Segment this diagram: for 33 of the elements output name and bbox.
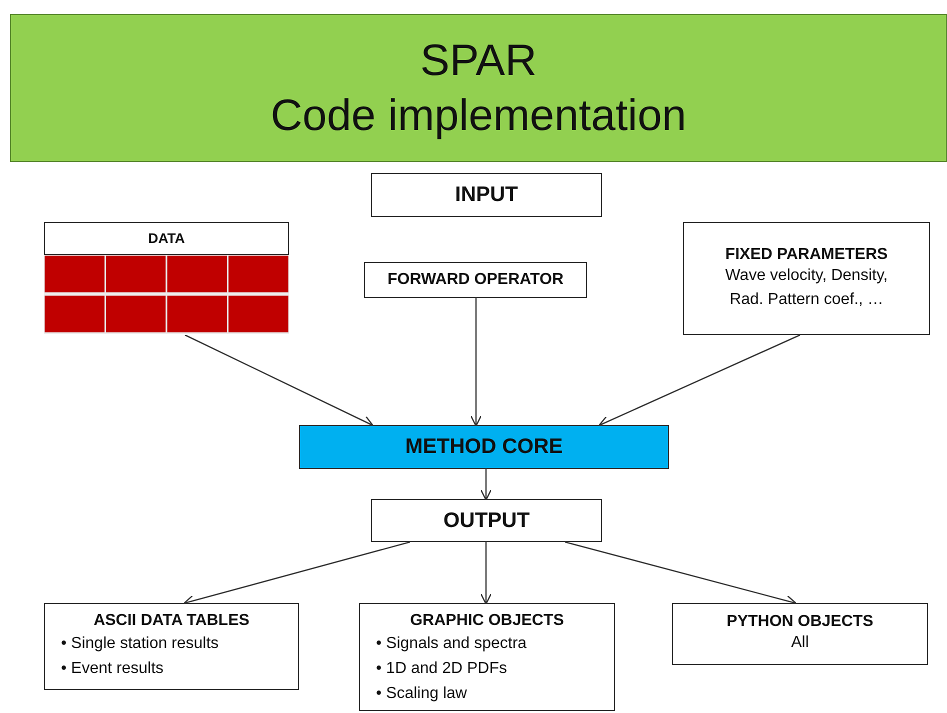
box-heading: FORWARD OPERATOR	[387, 271, 564, 289]
arrow	[470, 298, 482, 427]
subtitle-text: Code implementation	[270, 90, 686, 142]
arrow	[598, 334, 800, 427]
list-item: • Event results	[61, 658, 165, 679]
list-item: • Scaling law	[376, 684, 468, 704]
list-item: • Single station results	[61, 634, 220, 654]
arrow	[480, 542, 492, 605]
data-table-box	[44, 222, 289, 335]
arrow	[480, 469, 492, 501]
process-box	[683, 222, 930, 335]
process-box	[371, 499, 602, 542]
output-box	[359, 603, 615, 711]
box-text: All	[791, 633, 809, 654]
output-box	[44, 603, 299, 690]
box-heading: GRAPHIC OBJECTS	[410, 612, 564, 630]
box-heading: METHOD CORE	[405, 435, 563, 459]
box-heading: ASCII DATA TABLES	[94, 612, 250, 630]
process-box	[364, 262, 587, 298]
box-heading: FIXED PARAMETERS	[725, 246, 888, 264]
box-text: Wave velocity, Density, Rad. Pattern coef., …	[724, 266, 889, 310]
title-text: SPAR	[420, 35, 537, 87]
arrow	[184, 334, 374, 426]
method-core-box	[299, 425, 669, 469]
process-box	[672, 603, 928, 665]
table-header: DATA	[44, 222, 289, 255]
list-item: • 1D and 2D PDFs	[376, 658, 508, 679]
list-item: • Signals and spectra	[376, 634, 528, 654]
box-heading: PYTHON OBJECTS	[726, 613, 874, 632]
box-heading: OUTPUT	[443, 508, 530, 532]
box-heading: INPUT	[455, 183, 518, 207]
title-banner	[10, 14, 947, 162]
process-box	[371, 173, 602, 217]
